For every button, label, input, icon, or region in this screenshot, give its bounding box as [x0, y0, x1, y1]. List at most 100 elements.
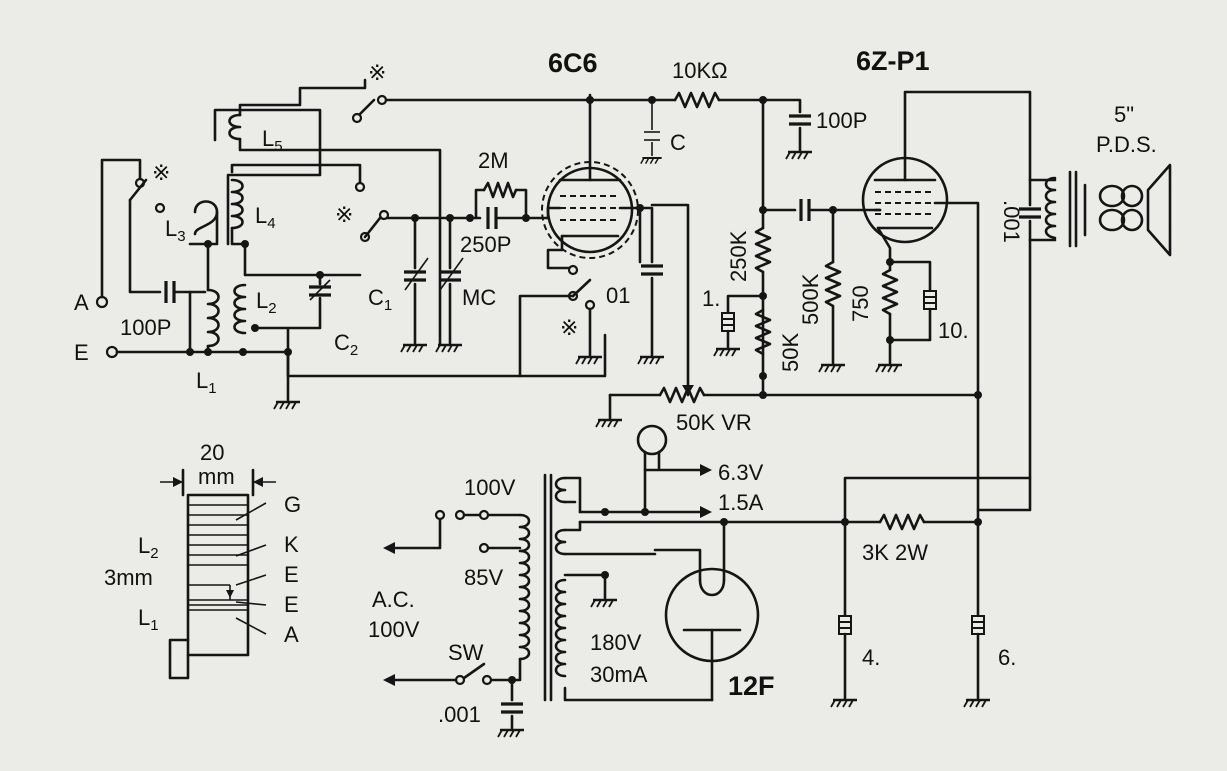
power-switch	[462, 662, 486, 680]
heater-winding	[554, 476, 567, 504]
form-width-label: 20	[200, 440, 224, 465]
r-10k-label: 10KΩ	[672, 58, 728, 83]
resistor-3k	[878, 513, 926, 531]
cap-001-out-label: .001	[999, 200, 1024, 243]
tap-85v-label: 85V	[464, 565, 503, 590]
c1-label: C1	[368, 285, 392, 314]
form-pin-k: K	[284, 532, 299, 557]
terminal-a-label: A	[74, 290, 89, 315]
cap-100p-left-label: 100P	[120, 315, 171, 340]
coil-l1-label: L1	[196, 368, 217, 397]
tube-6c6: 6C6	[541, 48, 644, 270]
interstage-section: 250K 1. 50K 500K 50K VR	[594, 98, 980, 435]
earth-terminal	[105, 345, 119, 359]
heater-voltage-label: 6.3V	[718, 460, 764, 485]
coil-l2	[233, 283, 247, 335]
hv-winding	[554, 578, 567, 678]
cap-6-label: 6.	[998, 645, 1016, 670]
form-pin-a: A	[284, 622, 299, 647]
cap-c-label: C	[670, 130, 686, 155]
antenna-input-section: A ※ 100P E L1 L3 L4	[74, 78, 607, 411]
cap-4-label: 4.	[862, 645, 880, 670]
form-l2-label: L2	[138, 533, 159, 562]
primary-winding	[518, 513, 531, 661]
form-pin-e1: E	[284, 562, 299, 587]
coil-l1	[206, 288, 220, 348]
pilot-lamp	[636, 424, 668, 456]
switch-mark-top: ※	[368, 60, 386, 85]
resistor-50k	[754, 308, 772, 356]
coil-form-body	[186, 493, 250, 657]
6c6-bias-section: ※ 01	[518, 203, 690, 397]
r-3k-label: 3K 2W	[862, 540, 928, 565]
rectifier-heater-winding	[554, 528, 567, 556]
volume-control-50k-vr	[658, 386, 706, 404]
resistor-500k	[824, 260, 842, 308]
c2-label: C2	[334, 330, 358, 359]
electrolytic-1	[721, 312, 735, 332]
coupling-capacitor	[799, 197, 811, 223]
capacitor-100p-top	[787, 114, 813, 126]
resistor-10k	[673, 91, 721, 109]
resistor-2m	[482, 181, 518, 199]
tuning-section: C1 MC 2M 250P	[363, 148, 550, 354]
coil-l5-label: L5	[262, 126, 283, 155]
ac-line2-label: 100V	[368, 617, 420, 642]
capacitor-250p	[486, 205, 498, 231]
antenna-terminal	[95, 295, 109, 309]
cap-01-label: 01	[606, 283, 630, 308]
speaker-type-label: P.D.S.	[1096, 132, 1157, 157]
capacitor-100p-left	[164, 279, 176, 305]
cap-001-line-label: .001	[438, 702, 481, 727]
cap-1-label: 1.	[702, 286, 720, 311]
coil-l4	[230, 178, 244, 230]
sw-label: SW	[448, 640, 484, 665]
coil-form-detail: 20 mm L2 3mm L1 G K E E A	[104, 440, 301, 680]
c-250p-label: 250P	[460, 232, 511, 257]
speaker-size-label: 5"	[1114, 102, 1134, 127]
capacitor-01	[639, 264, 665, 276]
heater-current-label: 1.5A	[718, 490, 764, 515]
terminal-e-label: E	[74, 340, 89, 365]
coil-l4-label: L4	[255, 203, 276, 232]
electrolytic-6	[971, 615, 985, 635]
power-supply-section: 12F 3K 2W 4. 6. 6.3V 1.5A	[368, 424, 1032, 739]
coil-l5	[228, 113, 242, 141]
r-750-label: 750	[848, 285, 873, 322]
tube-6c6-label: 6C6	[548, 48, 598, 78]
switch-mark-a: ※	[152, 160, 170, 185]
hv-current-label: 30mA	[590, 662, 648, 687]
ac-line1-label: A.C.	[372, 587, 415, 612]
resistor-750	[881, 268, 899, 316]
switch-mark-6c6: ※	[560, 315, 578, 340]
form-pin-g: G	[284, 492, 301, 517]
r-2m-label: 2M	[478, 148, 509, 173]
r-500k-label: 500K	[798, 273, 823, 325]
tap-100v-label: 100V	[464, 475, 516, 500]
form-gap-label: 3mm	[104, 565, 153, 590]
form-l1-label: L1	[138, 605, 159, 634]
coil-l3-label: L3	[165, 216, 186, 245]
plate-bus: ※ 10KΩ C 100P	[351, 58, 867, 165]
r-250k-label: 250K	[726, 230, 751, 282]
output-section: .001 5" P.D.S.	[974, 102, 1172, 526]
coil-l2-label: L2	[256, 288, 277, 317]
speaker-cone	[1146, 163, 1172, 257]
mc-label: MC	[462, 285, 496, 310]
coil-l3	[193, 200, 219, 236]
cap-100p-top-label: 100P	[816, 108, 867, 133]
capacitor-001-line	[499, 702, 525, 714]
hv-voltage-label: 180V	[590, 630, 642, 655]
switch-mark-l4: ※	[335, 202, 353, 227]
cap-10-label: 10.	[938, 318, 969, 343]
r-50k-label: 50K	[778, 333, 803, 372]
form-width-unit: mm	[198, 464, 235, 489]
electrolytic-4	[838, 615, 852, 635]
resistor-250k	[754, 226, 772, 274]
tube-6z-p1: 6Z-P1 750 10.	[848, 46, 1032, 397]
tube-6zp1-label: 6Z-P1	[856, 46, 930, 76]
vr-label: 50K VR	[676, 410, 752, 435]
electrolytic-10	[923, 290, 937, 310]
form-pin-e2: E	[284, 592, 299, 617]
